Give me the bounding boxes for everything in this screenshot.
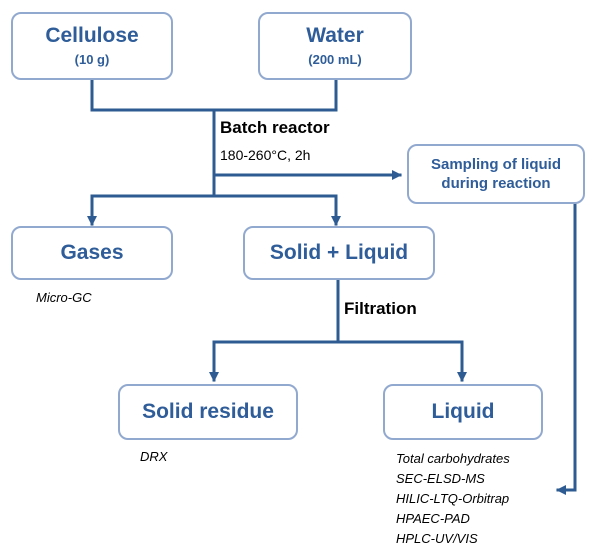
sampling-title: Sampling of liquid during reaction — [431, 156, 561, 192]
sampling-box: Sampling of liquid during reaction — [407, 144, 585, 204]
cellulose-title: Cellulose — [45, 24, 139, 47]
liquid-method-item: HPAEC-PAD — [396, 511, 470, 526]
liquid-method-item: Total carbohydrates — [396, 451, 510, 466]
water-box: Water (200 mL) — [258, 12, 412, 80]
solid-liquid-box: Solid + Liquid — [243, 226, 435, 280]
connector-cellulose-to-reactor — [90, 78, 338, 112]
cellulose-amount: (10 g) — [74, 52, 110, 67]
gases-method: Micro-GC — [36, 290, 92, 305]
liquid-method-item: HPLC-UV/VIS — [396, 531, 478, 546]
solid-liquid-title: Solid + Liquid — [269, 241, 409, 264]
liquid-methods-list: Total carbohydrates SEC-ELSD-MS HILIC-LT… — [396, 449, 510, 549]
solid-residue-title: Solid residue — [142, 400, 274, 423]
gases-box: Gases — [11, 226, 173, 280]
solid-residue-box: Solid residue — [118, 384, 298, 440]
water-title: Water — [306, 24, 364, 47]
liquid-method-item: HILIC-LTQ-Orbitrap — [396, 491, 510, 506]
liquid-box: Liquid — [383, 384, 543, 440]
reaction-conditions: 180-260°C, 2h — [220, 147, 311, 163]
liquid-title: Liquid — [431, 400, 495, 423]
connector-sampling-to-liquid-analysis — [556, 202, 577, 495]
water-amount: (200 mL) — [308, 52, 362, 67]
solid-residue-method: DRX — [140, 449, 168, 464]
cellulose-box: Cellulose (10 g) — [11, 12, 173, 80]
batch-reactor-label: Batch reactor — [220, 118, 330, 137]
gases-title: Gases — [60, 241, 124, 264]
filtration-label: Filtration — [344, 299, 417, 318]
liquid-method-item: SEC-ELSD-MS — [396, 471, 485, 486]
